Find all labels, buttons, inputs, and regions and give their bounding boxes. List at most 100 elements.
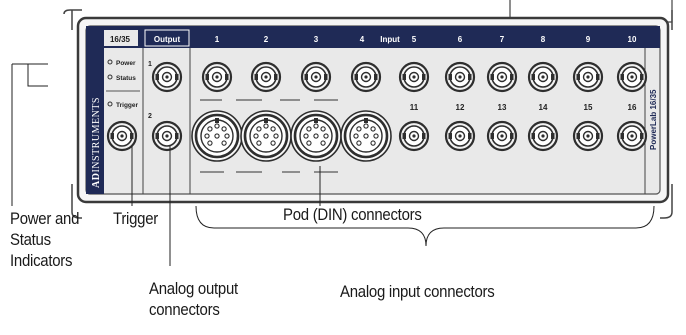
din-pod-connector-3-pin <box>313 133 319 139</box>
bnc-input-16-lug-right <box>640 133 644 139</box>
bnc-input-14-center-pin <box>541 134 545 138</box>
indicator-group: Power Status Trigger <box>106 59 140 109</box>
input-header: Input <box>380 35 400 44</box>
bnc-input-16-center-pin <box>630 134 634 138</box>
din-pod-connector-2-key <box>264 118 268 123</box>
din-pod-connector-4-pin <box>353 133 359 139</box>
bnc-input-4-lug-left <box>354 74 358 80</box>
bnc-input-6-lug-right <box>468 74 472 80</box>
bnc-input-11-lug-left <box>402 133 406 139</box>
din-pod-connector-1 <box>191 110 243 162</box>
din-pod-connector-4-pin <box>370 126 376 132</box>
output-header: Output <box>154 35 181 44</box>
din-pod-connector-2-pin <box>256 140 262 146</box>
bnc-input-14-lug-right <box>551 133 555 139</box>
output-channel-2-label: 2 <box>148 113 152 120</box>
status-indicator-label: Status <box>116 75 136 82</box>
input-number-12: 12 <box>456 103 465 112</box>
din-pod-connector-4-pin <box>356 126 362 132</box>
din-pod-connector-3 <box>290 110 342 162</box>
bnc-input-8 <box>527 61 559 93</box>
bnc-input-12-lug-left <box>448 133 452 139</box>
din-pod-connector-2-pin <box>270 126 276 132</box>
bnc-input-13-lug-right <box>510 133 514 139</box>
model-short-label: 16/35 <box>110 35 131 44</box>
bnc-input-14-lug-left <box>531 133 535 139</box>
bnc-input-9-lug-left <box>576 74 580 80</box>
input-number-1: 1 <box>215 35 220 44</box>
power-led-icon <box>107 59 113 65</box>
bnc-input-13-center-pin <box>500 134 504 138</box>
din-pod-connector-3-pin <box>303 133 309 139</box>
bnc-output-1-lug-right <box>175 74 179 80</box>
bnc-input-14 <box>527 120 559 152</box>
analog-output-callout: Analog output connectors <box>149 278 238 320</box>
right-foot <box>660 10 673 219</box>
power-status-bracket <box>27 63 48 87</box>
bnc-output-2 <box>151 120 183 152</box>
bnc-input-16 <box>616 120 648 152</box>
bnc-input-4-center-pin <box>364 75 368 79</box>
input-number-9: 9 <box>586 35 591 44</box>
power-status-line-3: Indicators <box>10 251 73 270</box>
bnc-input-10 <box>616 61 648 93</box>
analog-output-line-1: Analog output <box>149 279 238 298</box>
din-pod-connector-3-pin <box>320 140 326 146</box>
header-band <box>104 26 660 48</box>
din-pod-connector-3-pin <box>306 126 312 132</box>
bnc-output-1-center-pin <box>165 75 169 79</box>
input-number-13: 13 <box>498 103 507 112</box>
bnc-input-15-lug-right <box>596 133 600 139</box>
din-pod-connector-3-pin <box>323 133 329 139</box>
bnc-input-10-lug-right <box>640 74 644 80</box>
bnc-input-11 <box>398 120 430 152</box>
power-status-callout: Power and Status Indicators <box>10 208 79 271</box>
bnc-trigger-center-pin <box>120 134 124 138</box>
input-number-15: 15 <box>584 103 593 112</box>
model-full-label: PowerLab 16/35 <box>649 89 658 150</box>
analog-input-brace <box>195 205 655 247</box>
trigger-callout: Trigger <box>113 209 158 228</box>
din-pod-connector-2-pin <box>270 140 276 146</box>
din-pod-connector-3-pin <box>313 123 319 129</box>
din-pod-connector-2-pin <box>263 123 269 129</box>
bnc-input-15 <box>572 120 604 152</box>
bnc-output-2-center-pin <box>165 134 169 138</box>
bnc-trigger-lug-left <box>110 133 114 139</box>
bnc-input-4-lug-right <box>374 74 378 80</box>
din-pod-connector-2 <box>240 110 292 162</box>
bnc-input-2-center-pin <box>264 75 268 79</box>
din-pod-connector-2-pin <box>256 126 262 132</box>
bnc-output-1-lug-left <box>155 74 159 80</box>
output-channel-1-label: 1 <box>148 61 152 68</box>
bnc-input-7 <box>486 61 518 93</box>
bnc-input-15-center-pin <box>586 134 590 138</box>
leader-lines <box>11 63 655 266</box>
din-pod-connector-4 <box>340 110 392 162</box>
bnc-input-12-center-pin <box>458 134 462 138</box>
din-pod-connector-2-pin <box>273 133 279 139</box>
din-pod-connector-4-pin <box>373 133 379 139</box>
din-pod-connector-1-pin <box>207 140 213 146</box>
pod-grouping-lines <box>200 99 338 173</box>
din-connectors <box>191 110 392 162</box>
input-number-16: 16 <box>628 103 637 112</box>
input-number-11: 11 <box>410 103 419 112</box>
input-number-2: 2 <box>264 35 269 44</box>
bnc-input-2-lug-left <box>254 74 258 80</box>
bnc-input-1-center-pin <box>215 75 219 79</box>
bnc-trigger-lug-right <box>130 133 134 139</box>
bnc-input-6 <box>444 61 476 93</box>
bnc-input-4 <box>350 61 382 93</box>
power-indicator-label: Power <box>116 60 136 67</box>
output-header-box <box>144 29 190 47</box>
bnc-input-9 <box>572 61 604 93</box>
bnc-trigger <box>106 120 138 152</box>
bnc-input-16-lug-left <box>620 133 624 139</box>
power-status-line-2: Status <box>10 230 51 249</box>
din-pod-connector-1-pin <box>221 140 227 146</box>
trigger-led-icon <box>107 101 113 107</box>
bnc-input-12 <box>444 120 476 152</box>
